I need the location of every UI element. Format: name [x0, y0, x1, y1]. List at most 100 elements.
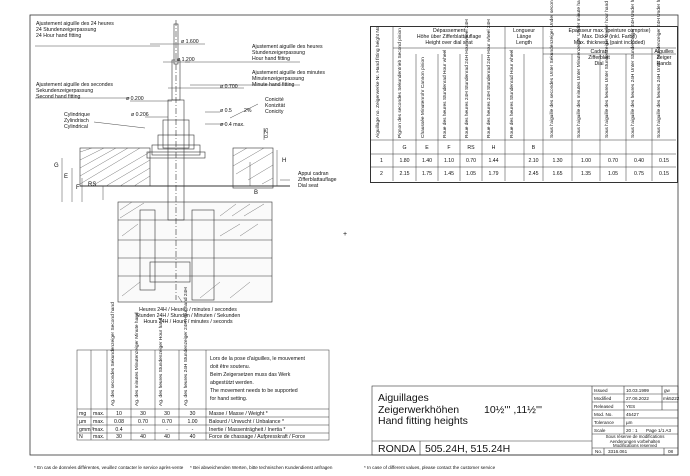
- dim-letter-e: E: [64, 174, 69, 180]
- cell: 0.70: [161, 419, 173, 425]
- cell: 30: [140, 411, 146, 417]
- callout-line: Zifferblattauflage: [298, 177, 337, 183]
- height-head-hands: Aiguilles Zeiger Hands: [652, 49, 676, 67]
- cell: 1.30: [552, 158, 563, 164]
- title-line: Zeigerwerkhöhen: [378, 403, 460, 416]
- cell: 1.40: [421, 158, 433, 164]
- cell: 0.15: [658, 171, 670, 177]
- cell: -: [166, 427, 168, 433]
- height-head-thickness: Epaisseur max. (peinture comprise) Max. …: [543, 28, 676, 46]
- limit: max.: [93, 427, 105, 433]
- letter-b: B: [531, 145, 536, 151]
- header-line: Dial: [594, 61, 604, 67]
- sheet-number: 08: [668, 449, 674, 454]
- note-line: Lors de la pose d'aiguilles, le mouvemen…: [210, 356, 305, 362]
- cell: 40: [189, 434, 196, 440]
- cell: 30: [116, 434, 122, 440]
- dim-letter-g: G: [54, 163, 59, 169]
- cell: 30: [164, 411, 170, 417]
- row-label: Force de chassage / Aufpresskraft / Forc…: [209, 434, 306, 440]
- cell: 0.15: [658, 158, 670, 164]
- cell: 0.70: [465, 158, 477, 164]
- title-line: Aiguillages: [378, 392, 429, 404]
- reserve-line: Sous réserve de modifications: [605, 434, 665, 439]
- header-line: Dépassement: [432, 28, 465, 34]
- cell: 40: [164, 434, 170, 440]
- limit: max.: [93, 411, 105, 417]
- callout-line: Hour hand fitting: [252, 56, 291, 62]
- cell: 40: [140, 434, 146, 440]
- dim-letter-b: B: [254, 190, 259, 196]
- height-head-length: Longueur Länge Length: [505, 28, 543, 46]
- callout-line: Stunden 24H / Stunden / Minuten / Sekund…: [135, 313, 241, 319]
- cell: 30: [189, 411, 196, 417]
- title-block-title: Aiguillages Zeigerwerkhöhen Hand fitting…: [378, 392, 468, 428]
- cell: 1.65: [552, 171, 563, 177]
- callout-line: Cylindrical: [64, 124, 88, 130]
- limit: max.: [93, 419, 105, 425]
- cell: 1.05: [465, 171, 477, 177]
- cell: 1.45: [443, 171, 455, 177]
- unit: µm: [79, 419, 87, 425]
- cell: 10: [116, 411, 122, 417]
- callout-line: Conicité: [265, 97, 284, 103]
- callout-line: Konizität: [265, 103, 285, 109]
- callout-24h-fitting: Ajustement aiguille des 24 heures 24 Stu…: [36, 21, 114, 39]
- cell: 1.00: [187, 419, 198, 425]
- callout-line: Sekundenzeigerpassung: [36, 88, 94, 94]
- letter-h: H: [491, 145, 496, 151]
- dim-d0200: ø 0.200: [126, 96, 144, 102]
- letter-e: E: [425, 145, 429, 151]
- cell: 1.10: [443, 158, 455, 164]
- dim-d0206: ø 0.206: [131, 112, 149, 118]
- cell: 0.70: [137, 419, 149, 425]
- height-head-dial: Cadran Zifferblatt Dial: [572, 49, 626, 67]
- title-line: Hand fitting heights: [378, 415, 468, 427]
- header-line: Cadran: [590, 49, 608, 55]
- callout-line: Cylindrique: [64, 112, 90, 118]
- callout-minute-fitting: Ajustement aiguille des minutes Minutenz…: [252, 70, 325, 88]
- callout-line: Ajustement aiguille des heures: [252, 44, 323, 50]
- cell: -: [191, 427, 194, 433]
- field-value: YES: [626, 404, 636, 409]
- cell: 0.4: [115, 427, 123, 433]
- row-label: Masse / Masse / Weight *: [209, 411, 268, 417]
- header-line: Höhe über Zifferblattauflage: [416, 34, 482, 40]
- note-line: abgestützt werden.: [210, 380, 254, 386]
- callout-second-fitting: Ajustement aiguille des secondes Sekunde…: [36, 82, 113, 100]
- field-label: Tolerance: [594, 420, 614, 425]
- cell: 1.80: [399, 158, 410, 164]
- field-value: µm: [626, 420, 633, 425]
- cell: 1.35: [580, 171, 592, 177]
- header-line: Hands: [656, 61, 672, 67]
- callout-line: Conicity: [265, 109, 284, 115]
- cell: 2.45: [528, 171, 539, 177]
- footer-note-en: * In case of different values, please co…: [364, 465, 496, 470]
- callout-line: Dial seat: [298, 183, 319, 189]
- callout-line: Minutenzeigerpassung: [252, 76, 305, 82]
- field-label: Released: [594, 404, 614, 409]
- callout-line: 24 Stundenzeigerpassung: [36, 27, 97, 33]
- calibre-size: 10½''' ,11½''': [484, 404, 542, 416]
- field-extra: gw: [664, 388, 670, 393]
- cell: 0.70: [607, 158, 619, 164]
- footer-note-de: * Bei abweichenden Werten, bitte technis…: [190, 465, 333, 470]
- dim-letter-f: F: [76, 185, 80, 191]
- cell: 0.75: [633, 171, 645, 177]
- reserve-line: Aenderungen vorbehalten: [609, 438, 661, 444]
- unit: N: [79, 434, 83, 440]
- row-label: Balourd / Unwucht / Unbalance *: [209, 419, 284, 425]
- dim-d1600: ø 1.600: [181, 39, 199, 45]
- reserve-line: Modifications reserved: [613, 443, 657, 449]
- callout-line: Ajustement aiguille des secondes: [36, 82, 113, 88]
- hand-setting-note: Lors de la pose d'aiguilles, le mouvemen…: [210, 355, 305, 403]
- field-extra: Page 1/1 A3: [646, 428, 672, 433]
- header-line: Epaisseur max. (peinture comprise): [568, 28, 651, 34]
- field-label: Mod. No.: [594, 412, 613, 417]
- header-line: Zifferblatt: [588, 55, 610, 61]
- header-line: Länge: [516, 34, 532, 40]
- header-line: Length: [516, 40, 532, 46]
